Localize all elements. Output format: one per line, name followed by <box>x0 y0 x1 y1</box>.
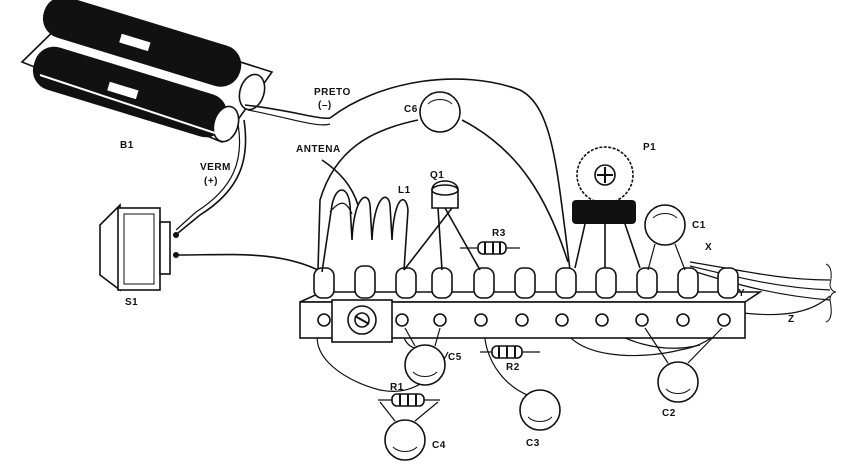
label-preto: PRETO <box>314 87 351 98</box>
label-c3: C3 <box>526 438 540 449</box>
label-r1: R1 <box>390 382 404 393</box>
capacitor-c3 <box>519 389 561 431</box>
label-r2: R2 <box>506 362 520 373</box>
switch-s1 <box>99 203 179 292</box>
label-r3: R3 <box>492 228 506 239</box>
resistor-r2 <box>480 345 540 359</box>
capacitor-c5 <box>404 327 446 386</box>
label-s1: S1 <box>125 297 138 308</box>
label-c6: C6 <box>404 104 418 115</box>
label-q1: Q1 <box>430 170 444 181</box>
resistor-r1 <box>378 393 440 407</box>
label-p1: P1 <box>643 142 656 153</box>
label-verm: VERM <box>200 162 231 173</box>
label-l1: L1 <box>398 185 411 196</box>
transistor-q1 <box>403 180 481 271</box>
label-c5: C5 <box>448 352 462 363</box>
label-z: Z <box>788 314 795 325</box>
label-c2: C2 <box>662 408 676 419</box>
label-b1: B1 <box>120 140 134 151</box>
label-verm-sign: (+) <box>204 176 218 187</box>
coil-l1 <box>321 189 409 273</box>
label-c1: C1 <box>692 220 706 231</box>
potentiometer-p1 <box>572 146 641 269</box>
battery-pack-b1 <box>20 0 274 143</box>
capacitor-c4 <box>379 401 439 461</box>
output-brace <box>825 263 837 323</box>
resistor-r3 <box>460 241 520 255</box>
label-y: Y <box>738 288 745 299</box>
terminal-strip <box>299 265 763 343</box>
label-antena: ANTENA <box>296 144 341 155</box>
label-preto-sign: (–) <box>318 100 332 111</box>
capacitor-c1 <box>644 204 686 271</box>
capacitor-c2 <box>644 327 723 403</box>
label-c4: C4 <box>432 440 446 451</box>
label-x: X <box>705 242 712 253</box>
capacitor-c6 <box>419 91 461 133</box>
